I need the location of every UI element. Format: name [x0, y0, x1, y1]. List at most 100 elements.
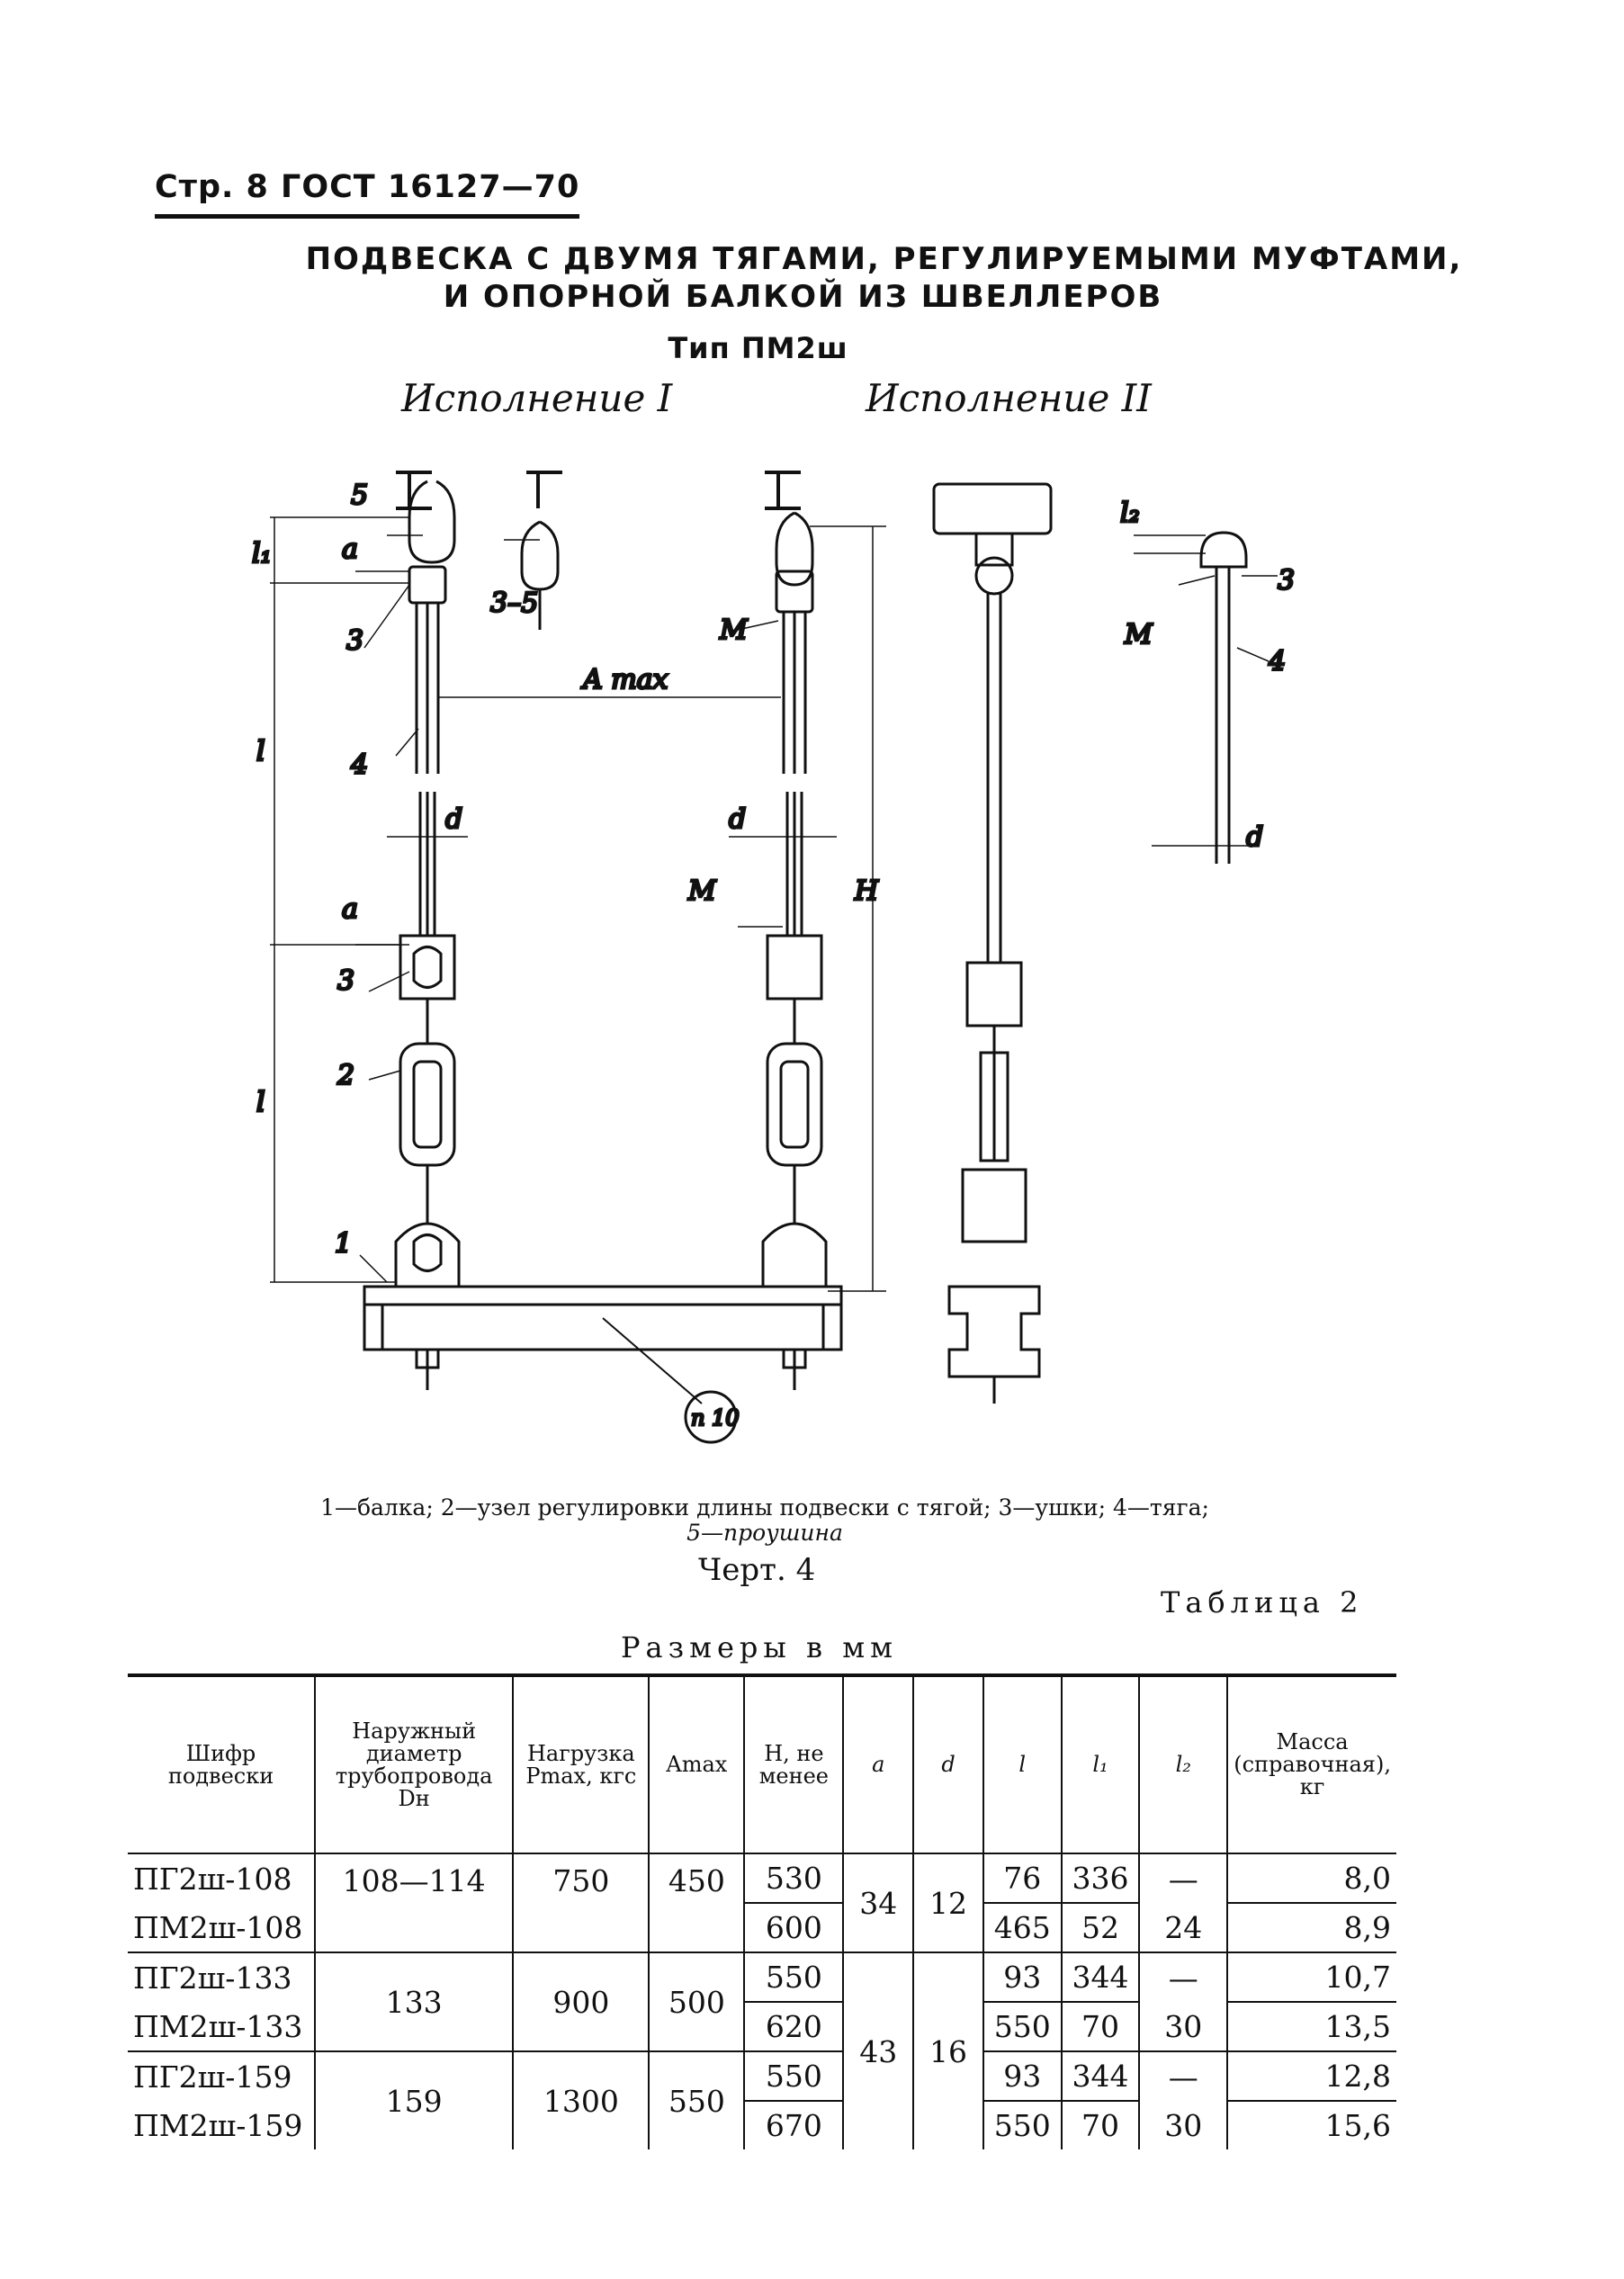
label-2: 2 — [336, 1060, 354, 1091]
support-beam — [363, 1285, 843, 1444]
cell-l: 550 — [982, 2101, 1062, 2149]
cell-l2: — — [1138, 1952, 1228, 2002]
cell-h: 600 — [743, 1903, 844, 1953]
units-caption: Размеры в мм — [621, 1630, 898, 1664]
cell-l: 465 — [982, 1903, 1062, 1953]
header-a: a — [842, 1675, 914, 1854]
left-rod-assembly — [394, 471, 461, 1288]
cell-code: ПГ2ш-159 — [133, 2059, 292, 2095]
cell-d: 16 — [912, 1952, 983, 2149]
label-4-left: 4 — [350, 749, 368, 781]
cell-l1: 336 — [1060, 1853, 1140, 1904]
title-line-2: И ОПОРНОЙ БАЛКОЙ ИЗ ШВЕЛЛЕРОВ — [443, 279, 1163, 315]
cell-mass: 8,9 — [1226, 1903, 1396, 1953]
cell-diameter: 108—114 — [314, 1853, 514, 1953]
cell-code: ПМ2ш-159 — [133, 2107, 303, 2143]
label-a-top: a — [342, 534, 358, 565]
table-row: ПМ2ш-159 670 550 70 30 15,6 — [128, 2101, 1396, 2149]
cell-l2: 24 — [1138, 1903, 1228, 1953]
variant-1-label: Исполнение I — [401, 376, 673, 420]
label-a-bottom: a — [342, 893, 358, 925]
label-m-middle: M — [687, 875, 717, 907]
cell-l2: 30 — [1138, 2002, 1228, 2052]
label-m-variant2: M — [1124, 619, 1153, 651]
label-3-variant2: 3 — [1278, 565, 1295, 597]
cell-load: 1300 — [512, 2051, 650, 2149]
cell-l2: 30 — [1138, 2101, 1228, 2149]
cell-h: 620 — [743, 2002, 844, 2052]
label-n10: п 10 — [691, 1405, 740, 1431]
hanger-drawing: 5 3 4 3 2 1 l₁ l l a a d d d 3–5 A max M… — [251, 471, 1297, 1444]
title-line-1: ПОДВЕСКА С ДВУМЯ ТЯГАМИ, РЕГУЛИРУЕМЫМИ М… — [305, 241, 1463, 277]
variant-2-label: Исполнение II — [866, 376, 1152, 420]
header-diameter: Наружный диаметр трубопровода Dн — [314, 1675, 514, 1854]
legend-line-1: 1—балка; 2—узел регулировки длины подвес… — [320, 1494, 1209, 1521]
table-header-row: Шифр подвески Наружный диаметр трубопров… — [128, 1675, 1396, 1854]
table-row: ПМ2ш-133 620 550 70 30 13,5 — [128, 2002, 1396, 2052]
header-amax: Amax — [648, 1675, 745, 1854]
dimension-lines — [270, 516, 1278, 1292]
cell-mass: 12,8 — [1226, 2051, 1396, 2102]
label-d-left: d — [445, 803, 462, 835]
table-row: ПГ2ш-133 133 900 500 550 43 16 93 344 — … — [128, 1952, 1396, 2149]
cell-mass: 15,6 — [1226, 2101, 1396, 2149]
cell-h: 530 — [743, 1853, 844, 1904]
cell-l: 76 — [982, 1853, 1062, 1904]
label-4-variant2: 4 — [1268, 646, 1286, 677]
table-row: ПГ2ш-108 108—114 750 450 530 34 12 76 33… — [128, 1853, 1396, 1953]
label-l1: l₁ — [252, 538, 272, 570]
table-row: ПГ2ш-159 159 1300 550 550 93 344 — 12,8 — [128, 2051, 1396, 2149]
cell-l1: 52 — [1060, 1903, 1140, 1953]
label-m-top: M — [719, 615, 749, 646]
page-label: Стр. 8 ГОСТ 16127—70 — [155, 169, 580, 219]
cell-l1: 344 — [1060, 1952, 1140, 2003]
cell-diameter: 133 — [314, 1952, 514, 2052]
label-5: 5 — [351, 480, 368, 511]
label-l-bottom: l — [256, 1087, 265, 1118]
cell-code: ПГ2ш-108 — [133, 1861, 292, 1897]
cell-l: 550 — [982, 2002, 1062, 2052]
variant2-short-rod — [1199, 531, 1248, 864]
cell-mass: 13,5 — [1226, 2002, 1396, 2052]
detail-3-5 — [520, 471, 562, 630]
header-code: Шифр подвески — [128, 1675, 316, 1854]
label-3-bottom: 3 — [337, 965, 354, 997]
cell-code: ПГ2ш-133 — [133, 1960, 292, 1996]
cell-amax: 500 — [648, 1952, 745, 2052]
label-d-variant2: d — [1246, 821, 1263, 853]
header-l1: l₁ — [1060, 1675, 1140, 1854]
cell-amax: 550 — [648, 2051, 745, 2149]
label-3-top: 3 — [346, 625, 363, 657]
dimensions-table: Шифр подвески Наружный диаметр трубопров… — [128, 1673, 1396, 2149]
right-rod-assembly — [761, 471, 828, 1288]
cell-a: 34 — [842, 1853, 914, 1953]
cell-amax: 450 — [648, 1853, 745, 1953]
header-l: l — [982, 1675, 1062, 1854]
cell-h: 670 — [743, 2101, 844, 2149]
table-title: Таблица 2 — [1161, 1585, 1364, 1620]
header-d: d — [912, 1675, 983, 1854]
cell-h: 550 — [743, 1952, 844, 2003]
cell-a: 43 — [842, 1952, 914, 2149]
cell-l1: 70 — [1060, 2002, 1140, 2052]
header-mass: Масса (справочная), кг — [1226, 1675, 1396, 1854]
cell-mass: 10,7 — [1226, 1952, 1396, 2003]
label-l2: l₂ — [1120, 498, 1140, 529]
legend: 1—балка; 2—узел регулировки длины подвес… — [207, 1495, 1323, 1546]
cell-d: 12 — [912, 1853, 983, 1953]
legend-line-2: 5—проушина — [686, 1520, 843, 1546]
label-1: 1 — [335, 1228, 352, 1260]
label-l-top: l — [256, 736, 265, 767]
type-label: Тип ПМ2ш — [668, 331, 848, 365]
cell-code: ПМ2ш-108 — [128, 1903, 316, 1953]
cell-l2: — — [1138, 1853, 1228, 1903]
header-h: H, не менее — [743, 1675, 844, 1854]
figure-caption: Черт. 4 — [698, 1552, 816, 1588]
label-d-right: d — [729, 803, 746, 835]
cell-mass: 8,0 — [1226, 1853, 1396, 1904]
cell-h: 550 — [743, 2051, 844, 2102]
label-amax: A max — [580, 664, 668, 695]
cell-l1: 70 — [1060, 2101, 1140, 2149]
cell-l1: 344 — [1060, 2051, 1140, 2102]
cell-l: 93 — [982, 2051, 1062, 2102]
